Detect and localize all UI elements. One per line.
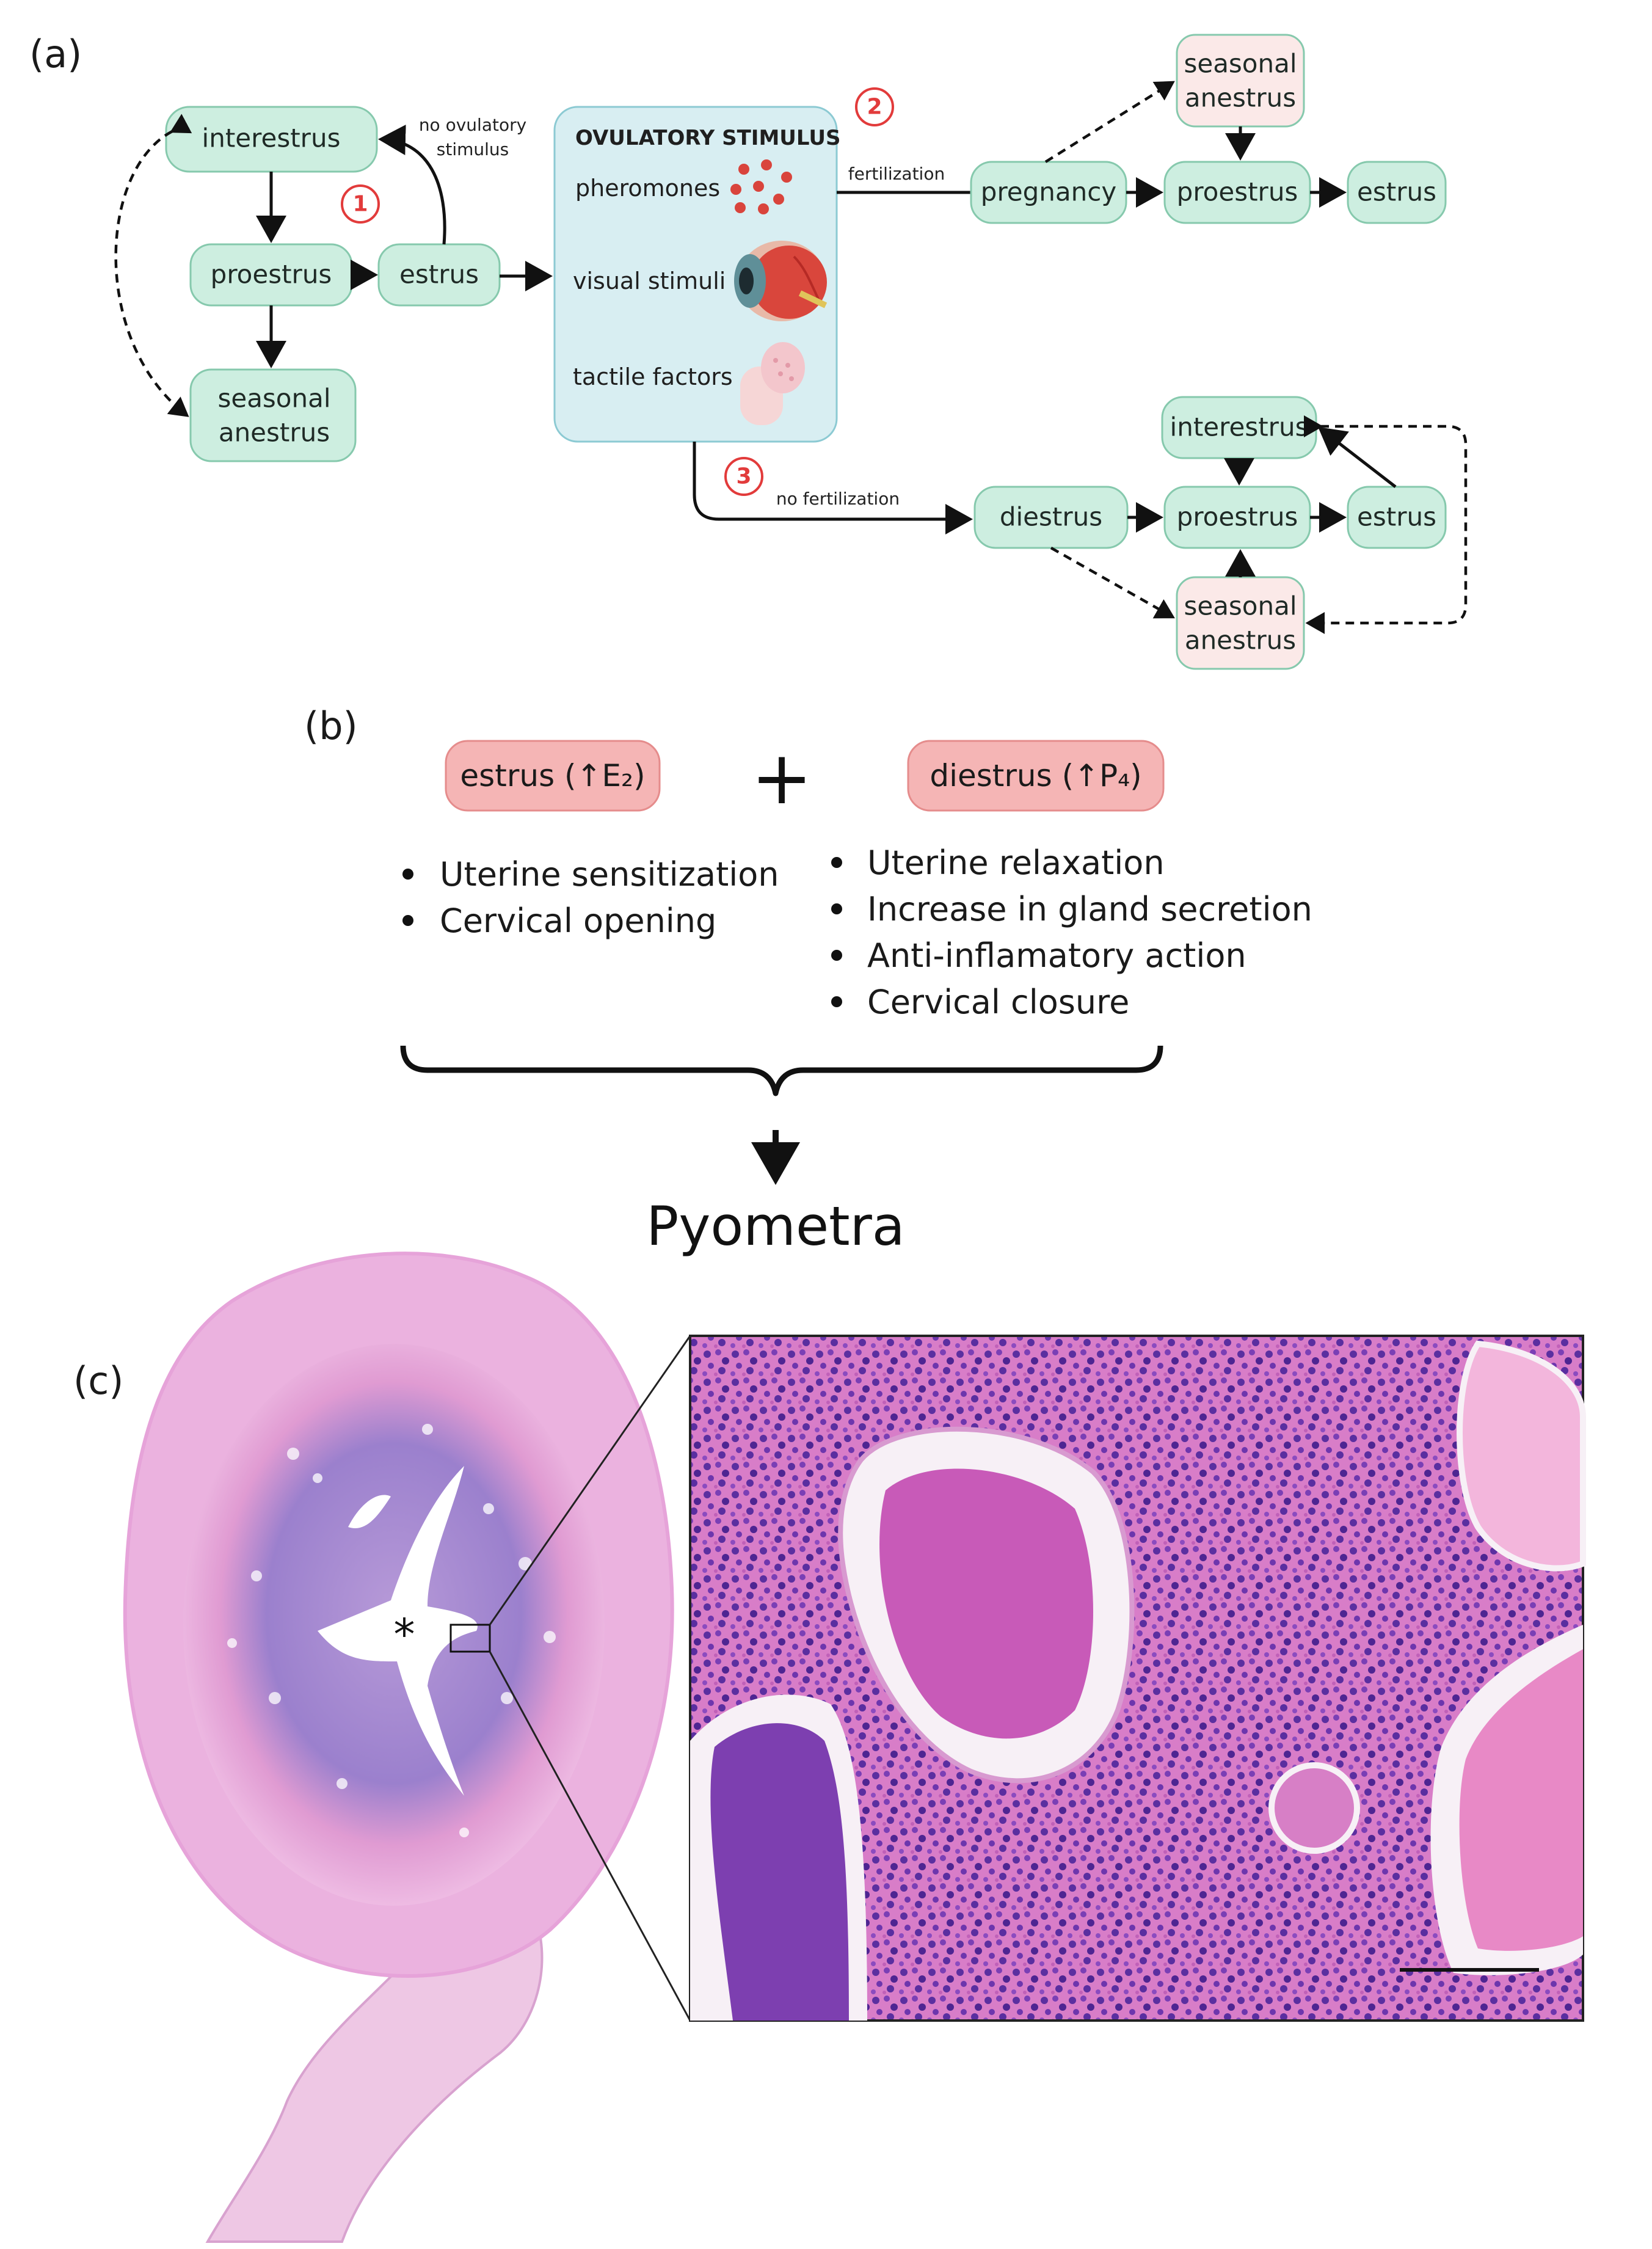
- zoom-region-box: [449, 1624, 491, 1653]
- dashed-interestrus-seasonal: [114, 114, 192, 417]
- node-seasonal3-label-1: seasonal: [1184, 591, 1297, 621]
- node-pregnancy-label: pregnancy: [981, 177, 1116, 207]
- node-seasonal3-label-2: anestrus: [1185, 625, 1296, 655]
- diestrus-effect-2: Increase in gland secretion: [867, 890, 1312, 928]
- bullet: [831, 950, 842, 961]
- node-seasonal2-label-1: seasonal: [1184, 49, 1297, 79]
- estrus-effect-2: Cervical opening: [440, 902, 716, 940]
- node-estrus-label: estrus: [399, 260, 479, 290]
- bullet: [402, 869, 413, 880]
- panel-b: estrus (↑E₂) + diestrus (↑P₄) Uterine se…: [400, 736, 1312, 1258]
- eye-icon: [734, 241, 828, 321]
- stimulus-title: OVULATORY STIMULUS: [575, 126, 840, 150]
- diestrus-pill: [907, 740, 1165, 812]
- node-interestrus-label: interestrus: [202, 123, 341, 153]
- estrus-pill: [445, 740, 661, 812]
- bullet: [831, 903, 842, 914]
- node-estrus3-label: estrus: [1357, 502, 1436, 532]
- arrow-no-fertilization: [693, 442, 973, 534]
- diestrus-pill-label: diestrus (↑P₄): [930, 758, 1141, 793]
- node-seasonal-label-1: seasonal: [217, 384, 330, 414]
- no-ovulatory-label-1: no ovulatory: [419, 115, 526, 135]
- panel-b-label: (b): [304, 704, 358, 748]
- marker-2-label: 2: [867, 95, 882, 120]
- fertilization-path: fertilization 2 pregnancy seasonal anest…: [837, 34, 1447, 224]
- node-proestrus3-label: proestrus: [1177, 502, 1298, 532]
- diestrus-effect-4: Cervical closure: [867, 983, 1129, 1021]
- marker-1: [341, 184, 380, 224]
- fertilization-label: fertilization: [848, 164, 945, 184]
- panel-a-label: (a): [29, 32, 82, 76]
- stimulus-pheromones: pheromones: [575, 175, 720, 202]
- dashed-pregnancy-seasonal: [1044, 81, 1175, 163]
- marker-3-label: 3: [736, 464, 751, 489]
- histology-micrograph: [689, 1335, 1586, 2022]
- node-estrus-2: [1347, 161, 1447, 224]
- zoom-line-bottom: [489, 1651, 691, 2021]
- node-estrus-3: [1347, 486, 1447, 549]
- stimulus-visual: visual stimuli: [573, 268, 726, 294]
- dashed-diestrus-seasonal: [1050, 547, 1175, 619]
- pyometra-label: Pyometra: [646, 1195, 904, 1258]
- lumen-asterisk: *: [394, 1609, 415, 1660]
- no-fertilization-path: no fertilization 3 diestrus interestrus …: [693, 396, 1468, 670]
- node-interestrus3-label: interestrus: [1170, 412, 1309, 442]
- node-diestrus-label: diestrus: [1000, 502, 1102, 532]
- tactile-icon: [740, 342, 805, 425]
- estrus-pill-label: estrus (↑E₂): [460, 758, 645, 793]
- arrow-estrus-interestrus-3: [1318, 426, 1397, 488]
- ovulatory-stimulus-box: OVULATORY STIMULUS pheromones visual sti…: [553, 106, 840, 443]
- no-fertilization-label: no fertilization: [776, 489, 900, 509]
- diestrus-effect-3: Anti-inflamatory action: [867, 936, 1246, 975]
- diestrus-effect-1: Uterine relaxation: [867, 844, 1165, 882]
- marker-2: [855, 87, 894, 126]
- no-ovulatory-label-2: stimulus: [437, 139, 509, 159]
- plus-sign: +: [751, 736, 813, 821]
- estrus-effect-1: Uterine sensitization: [440, 855, 779, 894]
- stimulus-tactile: tactile factors: [573, 363, 733, 390]
- node-proestrus2-label: proestrus: [1177, 177, 1298, 207]
- marker-3: [724, 457, 763, 496]
- arrow-estrus-interestrus: [378, 125, 446, 245]
- uterus-cross-section: *: [123, 1252, 674, 2243]
- dashed-interestrus-seasonal-loop: [1304, 415, 1468, 634]
- node-seasonal-label-2: anestrus: [219, 418, 330, 448]
- bullet: [831, 996, 842, 1007]
- panel-c-label: (c): [73, 1358, 123, 1403]
- left-cycle: interestrus proestrus estrus seasonal an…: [114, 106, 553, 462]
- pheromones-icon: [730, 159, 792, 214]
- node-proestrus-label: proestrus: [211, 260, 332, 290]
- bullet: [831, 857, 842, 868]
- node-seasonal2-label-2: anestrus: [1185, 83, 1296, 113]
- marker-1-label: 1: [352, 192, 368, 217]
- bullet: [402, 915, 413, 926]
- brace: [400, 1045, 1163, 1096]
- node-estrus2-label: estrus: [1357, 177, 1436, 207]
- zoom-line-top: [489, 1335, 691, 1625]
